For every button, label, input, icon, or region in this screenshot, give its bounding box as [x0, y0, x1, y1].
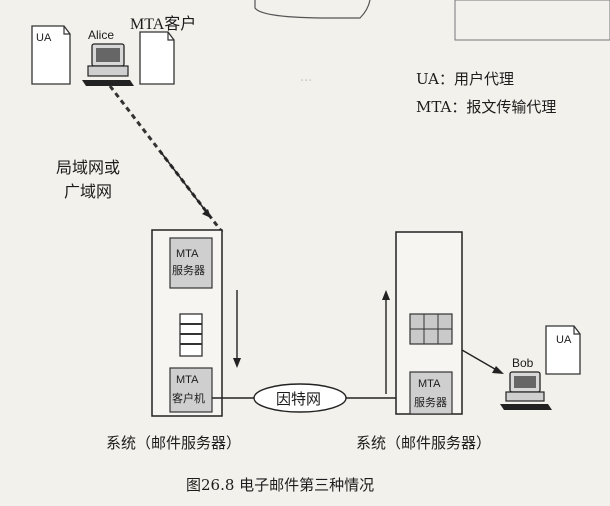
mailbox-icon [409, 313, 453, 345]
mta-server-right-label-1: MTA [418, 378, 441, 390]
arrow-head [382, 290, 390, 300]
mta-server-box-right [409, 371, 453, 415]
document-icon [139, 31, 175, 85]
mta-server-box [169, 237, 213, 289]
system-right-label: 系统（邮件服务器） [356, 434, 492, 452]
ua-left-label: UA [36, 32, 52, 44]
internet-label: 因特网 [276, 390, 322, 408]
network-label-line1: 局域网或 [56, 158, 121, 177]
arrow-head [233, 358, 241, 368]
mta-server-right-label-2: 服务器 [414, 396, 447, 409]
bob-label: Bob [512, 356, 534, 370]
legend-ua: UA：用户代理 [416, 70, 515, 88]
mta-client-top-label: MTA客户 [130, 16, 197, 33]
top-right-partial-box [454, 0, 610, 41]
mta-server-label-1: MTA [176, 248, 199, 260]
document-icon [31, 25, 71, 85]
ua-right-label: UA [556, 334, 572, 346]
figure-caption: 图26.8 电子邮件第三种情况 [186, 476, 375, 494]
document-icon [545, 325, 581, 375]
bob-link [461, 349, 501, 373]
computer-icon [82, 43, 134, 86]
mta-client-label-1: MTA [176, 374, 199, 386]
mta-client-box [169, 367, 213, 413]
computer-icon [500, 371, 552, 410]
top-partial-box [254, 0, 371, 19]
system-left-label: 系统（邮件服务器） [106, 434, 242, 452]
queue-icon [179, 313, 203, 357]
mta-client-label-2: 客户机 [172, 392, 205, 405]
lan-wan-link-solid [159, 150, 212, 219]
mta-server-label-2: 服务器 [172, 264, 205, 277]
arrow-head [202, 209, 211, 218]
network-label-line2: 广域网 [64, 182, 113, 201]
arrow-head [492, 366, 504, 374]
alice-label: Alice [88, 28, 115, 42]
legend-mta: MTA：报文传输代理 [416, 98, 557, 116]
